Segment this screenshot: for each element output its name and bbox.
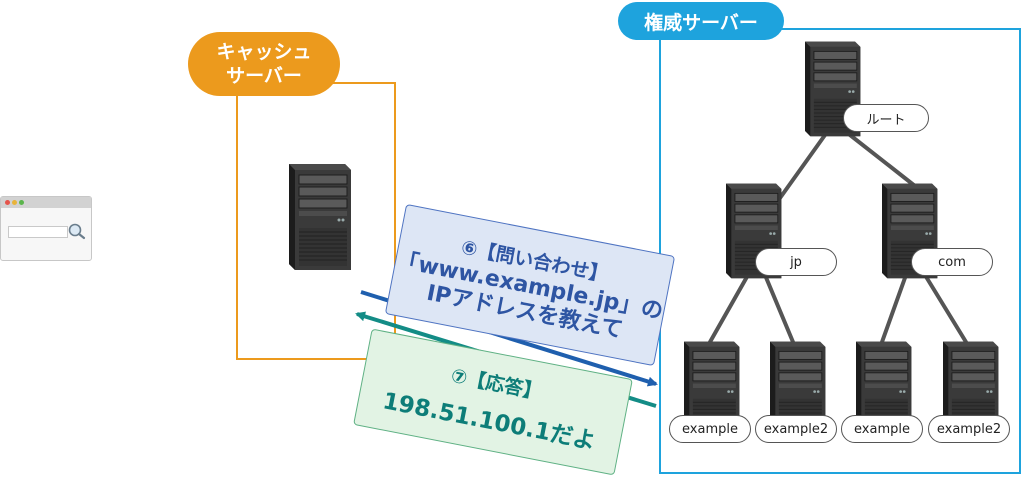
cache-server-icon [288,163,352,271]
cache-server-title: キャッシュ サーバー [188,32,340,96]
close-dot-icon [5,200,10,205]
link-jp-example2 [763,273,795,344]
node-label-com-example: example [841,415,923,443]
browser-window-icon [0,196,92,261]
link-com-example [880,273,908,344]
node-label-jp-example2: example2 [755,415,837,443]
authoritative-server-title: 権威サーバー [618,2,784,40]
browser-title-bar [1,197,91,208]
link-jp-example [708,273,750,344]
node-label-jp-example: example [669,415,751,443]
link-root-com [848,133,917,188]
minimize-dot-icon [12,200,17,205]
link-com-example2 [923,273,968,344]
node-label-root: ルート [843,104,929,132]
maximize-dot-icon [19,200,24,205]
node-label-com-example2: example2 [928,415,1010,443]
magnifier-icon [68,223,86,240]
browser-address-field [8,226,68,238]
node-label-jp: jp [755,248,837,276]
node-label-com: com [911,248,993,276]
authoritative-server-frame [659,28,1021,474]
